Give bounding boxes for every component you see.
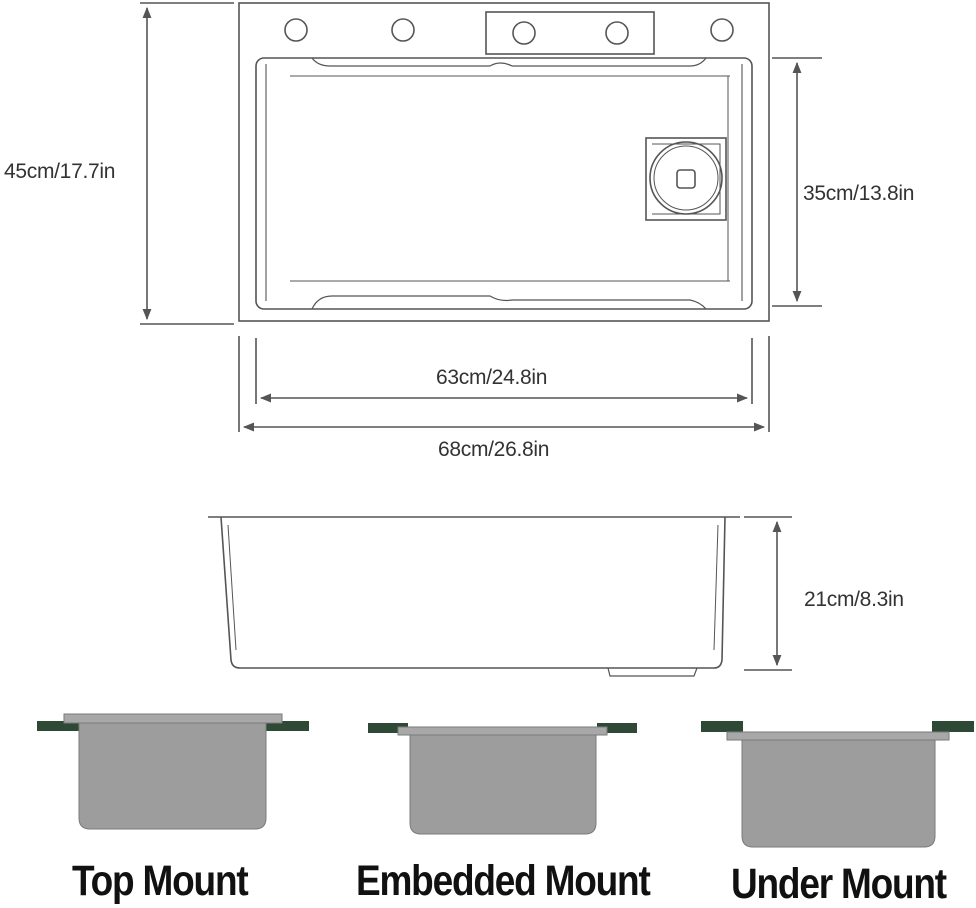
tap-hole-1 <box>284 18 308 42</box>
under-mount-counter-left <box>701 721 743 732</box>
drain-strainer <box>649 141 723 215</box>
tap-hole-3 <box>710 18 734 42</box>
bowl-width-label: 63cm/24.8in <box>436 366 548 389</box>
sink-bowl <box>255 57 753 310</box>
overall-depth-label: 45cm/17.7in <box>4 160 116 183</box>
top-mount-label: Top Mount <box>72 857 249 905</box>
bowl-inner-edge <box>265 64 743 301</box>
drain-plate-inner <box>652 143 721 215</box>
control-knob-2 <box>605 21 629 45</box>
drain-strainer-inner <box>653 145 719 211</box>
drain-plate <box>645 137 727 221</box>
embedded-mount-basin <box>409 734 597 835</box>
bowl-top-ledge <box>311 57 707 67</box>
overall-width-label: 68cm/26.8in <box>438 438 550 461</box>
embedded-mount-flange <box>397 726 608 736</box>
top-mount-diagram <box>37 713 309 830</box>
embedded-mount-diagram <box>368 723 637 835</box>
sink-side-view <box>208 516 740 677</box>
bowl-depth-label: 35cm/13.8in <box>803 182 915 205</box>
dimension-lines-side <box>744 516 792 671</box>
embedded-mount-counter-left <box>368 723 408 733</box>
under-mount-label: Under Mount <box>731 860 947 908</box>
embedded-mount-label: Embedded Mount <box>356 857 651 905</box>
top-mount-counter-right <box>265 721 309 731</box>
top-mount-basin <box>78 722 267 830</box>
side-basin-inner-right <box>713 524 719 651</box>
side-basin-inner <box>227 524 237 651</box>
top-mount-flange <box>63 713 283 724</box>
under-mount-flange <box>726 731 950 741</box>
top-mount-counter-left <box>37 721 81 731</box>
sink-outer-rim <box>238 2 770 322</box>
under-mount-counter-right <box>932 721 974 732</box>
control-knob-1 <box>512 21 536 45</box>
bowl-height-label: 21cm/8.3in <box>804 588 904 611</box>
side-drain <box>607 667 698 677</box>
dimension-lines-top <box>140 2 822 432</box>
under-mount-diagram <box>701 721 974 848</box>
under-mount-basin <box>741 739 936 848</box>
tap-hole-2 <box>391 18 415 42</box>
side-basin <box>220 516 726 669</box>
bowl-bottom-ledge <box>311 295 707 310</box>
sink-top-view <box>238 2 770 322</box>
embedded-mount-counter-right <box>597 723 637 733</box>
control-panel <box>485 11 655 55</box>
drain-hole <box>676 169 696 189</box>
